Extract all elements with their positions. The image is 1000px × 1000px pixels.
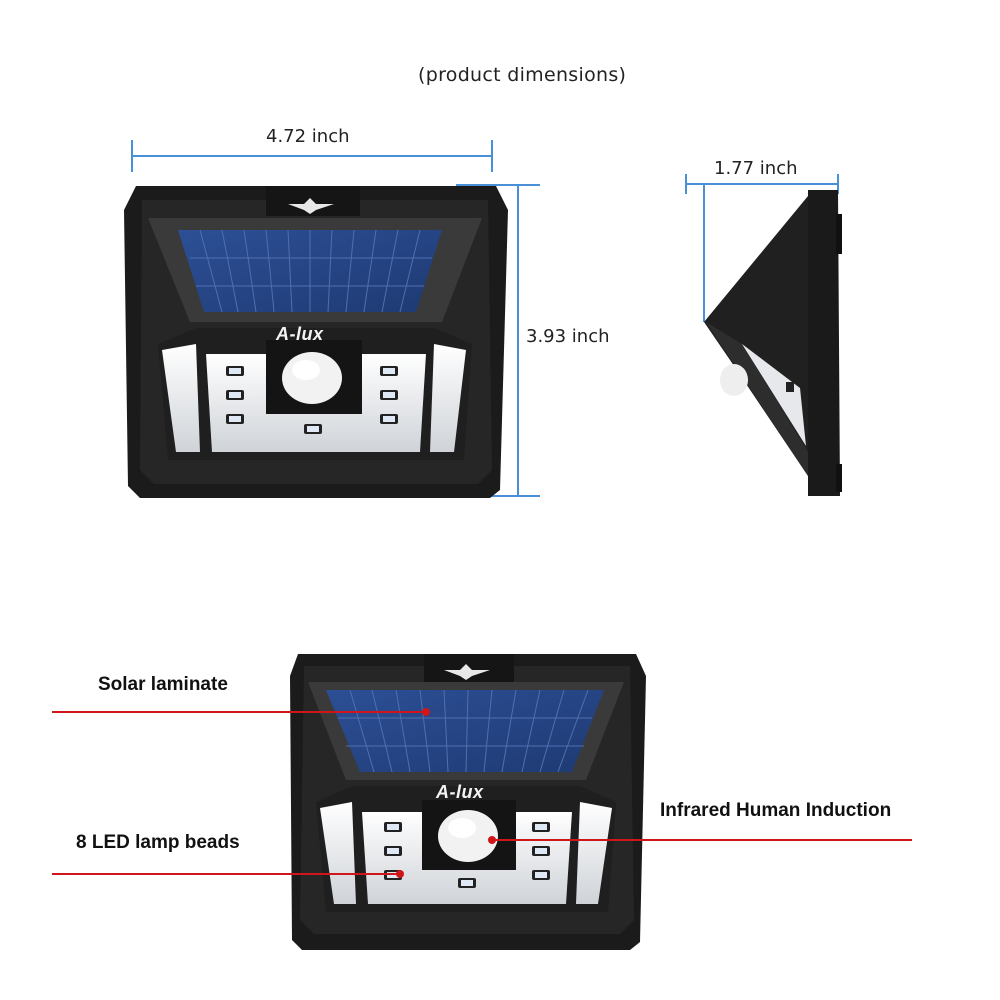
dimensions-caption: (product dimensions): [418, 64, 627, 86]
width-label: 4.72 inch: [266, 126, 350, 147]
brand-logo-labeled: A-lux: [436, 782, 484, 802]
brand-logo-front: A-lux: [276, 324, 324, 344]
height-label: 3.93 inch: [526, 326, 610, 347]
callout-solar-laminate: Solar laminate: [98, 674, 228, 695]
callout-infrared-sensor: Infrared Human Induction: [660, 800, 892, 821]
depth-label: 1.77 inch: [714, 158, 798, 179]
callout-led-beads: 8 LED lamp beads: [76, 832, 240, 853]
